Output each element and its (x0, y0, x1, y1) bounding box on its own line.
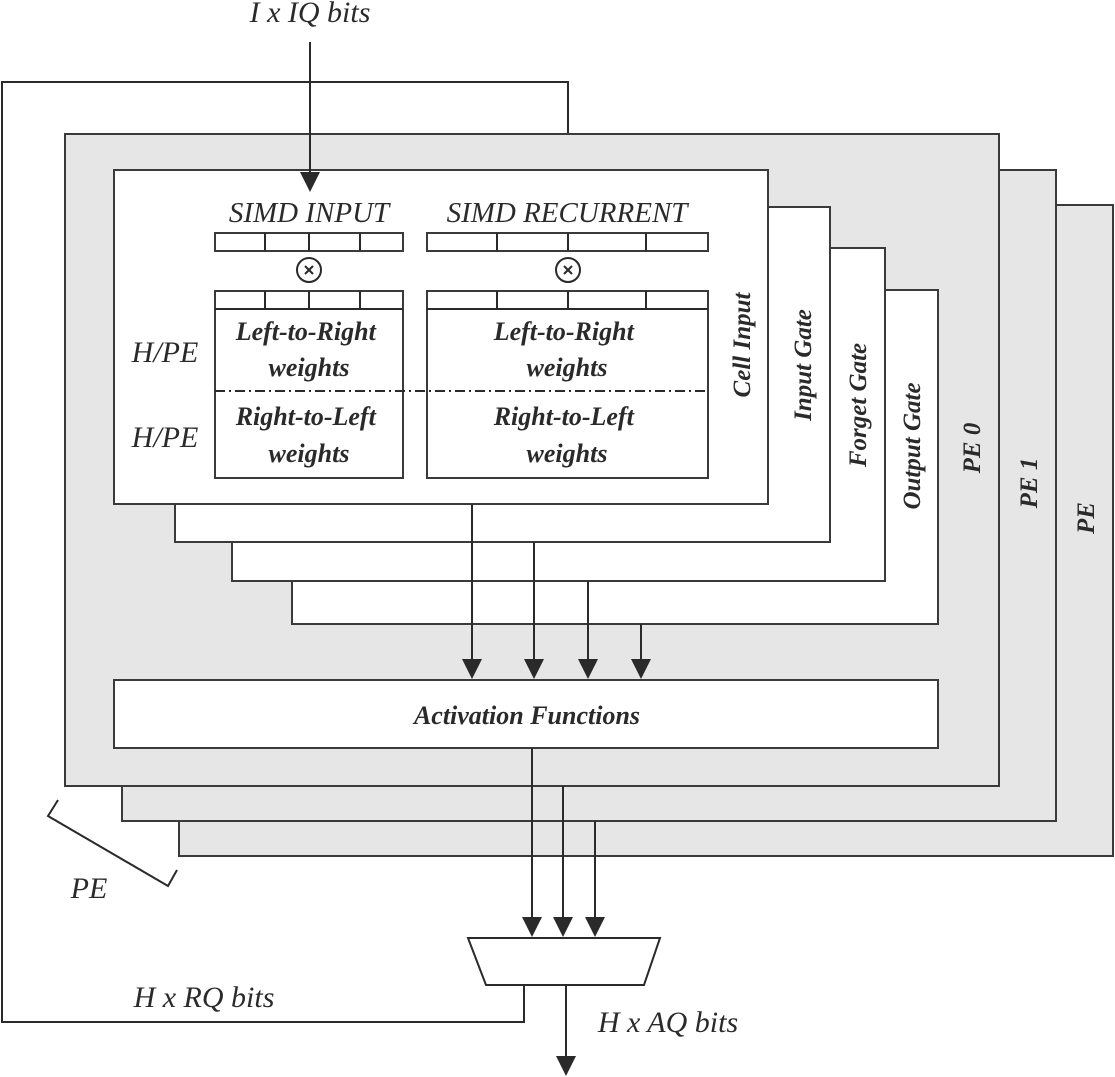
simd-input-label: SIMD INPUT (229, 197, 391, 229)
gate-label-output-gate: Output Gate (899, 382, 926, 509)
simd-input-register (214, 232, 404, 252)
rows-per-pe-label-top: H/PE (131, 336, 199, 369)
input-weights-right-to-left-label: Right-to-Left weights (235, 402, 383, 468)
gate-label-forget-gate: Forget Gate (845, 343, 872, 468)
input-bits-label: I x IQ bits (249, 0, 371, 29)
recurrent-weights-left-to-right-text: weights (527, 353, 608, 382)
pe-label-1: PE 1 (1016, 458, 1043, 510)
recurrent-bits-label: H x RQ bits (133, 981, 275, 1014)
pe-count-bracket (46, 799, 178, 888)
input-weights-right-to-left-text: Right-to-Left (235, 402, 377, 431)
activation-functions-box (113, 679, 939, 749)
recurrent-weights-memory (426, 290, 709, 479)
multiply-operator-icon (555, 257, 581, 283)
rows-per-pe-label-bottom: H/PE (131, 421, 199, 454)
output-bits-label: H x AQ bits (597, 1006, 738, 1039)
input-weights-left-to-right-label: Left-to-Right weights (235, 317, 383, 382)
simd-recurrent-register (426, 232, 709, 252)
recurrent-weights-right-to-left-text: weights (527, 439, 608, 468)
recurrent-weights-right-to-left-text: Right-to-Left (493, 402, 635, 431)
pe-label-0: PE 0 (959, 422, 986, 474)
recurrent-weights-left-to-right-text: Left-to-Right (493, 317, 635, 346)
pe-label-last: PE (1073, 502, 1100, 535)
input-weights-left-to-right-text: weights (269, 353, 350, 382)
output-multiplexer (466, 937, 662, 986)
input-weights-memory (214, 290, 404, 479)
pe-count-label: PE (70, 872, 108, 905)
input-weights-right-to-left-text: weights (269, 439, 350, 468)
recurrent-weights-right-to-left-label: Right-to-Left weights (493, 402, 641, 468)
simd-recurrent-label: SIMD RECURRENT (447, 197, 690, 229)
recurrent-weights-left-to-right-label: Left-to-Right weights (493, 317, 641, 382)
gate-label-input-gate: Input Gate (790, 309, 817, 422)
multiply-operator-icon (296, 257, 322, 283)
gate-label-cell-input: Cell Input (729, 292, 756, 398)
recurrent-feedback-wire (1, 81, 578, 1023)
input-weights-left-to-right-text: Left-to-Right (235, 317, 377, 346)
activation-functions-label: Activation Functions (412, 701, 640, 730)
